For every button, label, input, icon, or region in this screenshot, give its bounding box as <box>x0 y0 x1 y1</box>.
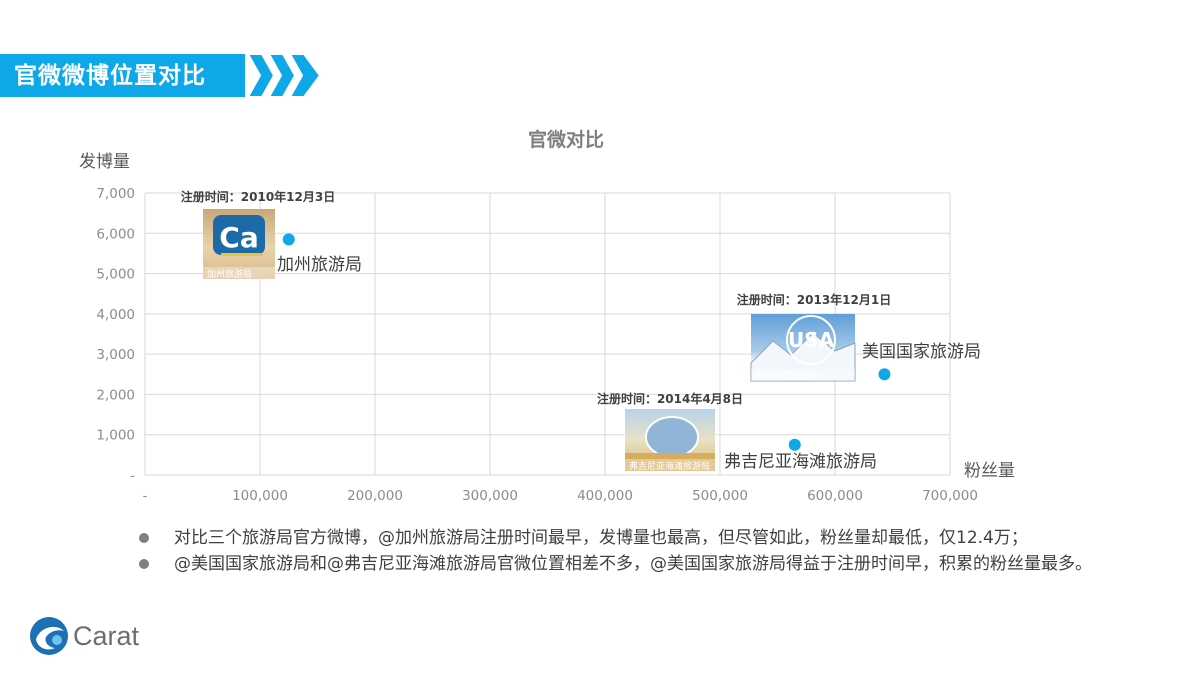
data-point <box>878 368 891 381</box>
thumbnail-caption: 加州旅游局 <box>207 268 252 280</box>
thumbnail-badge-text: Ca <box>219 221 258 254</box>
x-tick-label: 700,000 <box>922 488 978 504</box>
registration-label: 注册时间：2010年12月3日 <box>181 189 335 204</box>
page-title: 官微微博位置对比 <box>14 63 206 89</box>
thumbnail-badge-ring <box>786 315 836 365</box>
data-marks: Ca加州旅游局注册时间：2010年12月3日加州旅游局USA美国国家旅游局注册时… <box>181 189 981 472</box>
note-item: @美国国家旅游局和@弗吉尼亚海滩旅游局官微位置相差不多，@美国国家旅游局得益于注… <box>138 553 1098 576</box>
thumbnail-caption: 美国国家旅游局 <box>755 370 818 382</box>
x-tick-label: - <box>143 488 148 504</box>
thumbnail-badge-text: USA <box>788 328 835 352</box>
thumbnail-caption-bg <box>203 267 275 279</box>
thumbnail-caption-bg <box>751 369 855 381</box>
x-tick-label: 100,000 <box>232 488 288 504</box>
thumbnail-stripe <box>221 253 263 256</box>
thumbnail-caption-bg <box>625 459 715 471</box>
x-tick-label: 500,000 <box>692 488 748 504</box>
chevron-arrows-icon <box>246 54 322 97</box>
y-tick-label: 2,000 <box>96 387 135 403</box>
scatter-chart: 官微对比 发博量 粉丝量 - 100,000 200,000 300,000 400,0… <box>79 128 1015 504</box>
y-axis-title: 发博量 <box>79 152 130 172</box>
notes-list: 对比三个旅游局官方微博，@加州旅游局注册时间最早，发博量也最高，但尽管如此，粉丝… <box>138 527 1098 579</box>
header-bar <box>0 54 245 97</box>
x-tick-label: 300,000 <box>462 488 518 504</box>
x-tick-label: 200,000 <box>347 488 403 504</box>
y-tick-label: - <box>130 468 135 484</box>
registration-label: 注册时间：2013年12月1日 <box>737 292 891 307</box>
y-tick-label: 3,000 <box>96 347 135 363</box>
x-tick-label: 600,000 <box>807 488 863 504</box>
thumbnail-globe <box>645 416 699 458</box>
data-point <box>282 233 295 246</box>
carat-logo-icon <box>30 617 68 655</box>
y-tick-label: 5,000 <box>96 267 135 283</box>
note-item: 对比三个旅游局官方微博，@加州旅游局注册时间最早，发博量也最高，但尽管如此，粉丝… <box>138 527 1098 550</box>
y-tick-label: 1,000 <box>96 428 135 444</box>
point-label: 加州旅游局 <box>277 255 362 275</box>
x-tick-label: 400,000 <box>577 488 633 504</box>
sand-strip <box>625 453 715 471</box>
point-label: 美国国家旅游局 <box>862 342 981 362</box>
y-tick-label: 6,000 <box>96 226 135 242</box>
chart-title: 官微对比 <box>528 128 604 151</box>
data-point <box>788 438 801 451</box>
mountain-shape <box>750 332 856 382</box>
y-tick-label: 4,000 <box>96 307 135 323</box>
registration-label: 注册时间：2014年4月8日 <box>597 391 743 406</box>
thumbnail-badge-bg <box>213 215 265 255</box>
x-axis-title: 粉丝量 <box>964 461 1015 481</box>
logo-text: Carat <box>73 621 140 651</box>
axis-ticks: - 100,000 200,000 300,000 400,000 500,000 600,… <box>96 186 978 504</box>
y-tick-label: 7,000 <box>96 186 135 202</box>
point-label: 弗吉尼亚海滩旅游局 <box>724 452 877 472</box>
thumbnail-caption: 弗吉尼亚海滩旅游局 <box>629 460 710 472</box>
